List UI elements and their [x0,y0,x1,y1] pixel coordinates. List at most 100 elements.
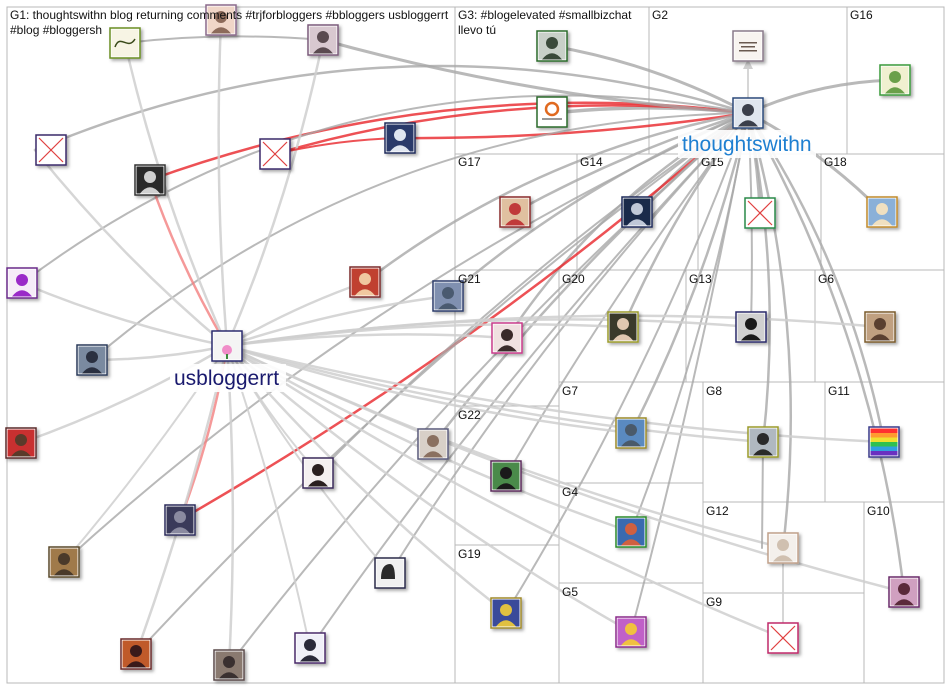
node-g1-m[interactable] [295,633,325,663]
node-g20-b[interactable] [608,312,638,342]
avatar-head [16,274,28,286]
multicolor-chart-icon [871,442,898,447]
node-g13[interactable] [736,312,766,342]
flower-icon [222,345,232,355]
group-label-g11: G11 [828,384,850,398]
flower-stem [226,354,228,359]
node-g10[interactable] [889,577,919,607]
multicolor-chart-icon [871,433,898,438]
avatar-head [625,424,637,436]
node-g3-a[interactable] [537,31,567,61]
node-book-club-logo[interactable] [733,31,763,61]
node-g1-l[interactable] [214,650,244,680]
node-g1-h[interactable] [6,428,36,458]
node-g1-c[interactable] [385,123,415,153]
node-g22[interactable] [491,461,521,491]
edge [748,113,904,592]
node-g1-o[interactable] [418,429,448,459]
avatar-head [427,435,439,447]
node-g1-k[interactable] [121,639,151,669]
node-g7[interactable] [616,418,646,448]
node-g19[interactable] [491,598,521,628]
edge [21,346,227,443]
node-g11[interactable] [869,427,899,457]
node-frame [537,97,567,127]
node-blog-script-logo[interactable] [110,28,140,58]
node-g16[interactable] [880,65,910,95]
avatar-head [874,318,886,330]
node-blogelevated-logo[interactable] [537,97,567,127]
logo-line [741,46,755,48]
avatar-head [394,129,406,141]
node-broken-g9[interactable] [768,623,798,653]
avatar-head [625,523,637,535]
edge [227,296,448,346]
node-g6[interactable] [865,312,895,342]
logo-wordmark [542,118,562,120]
node-g1-f[interactable] [350,267,380,297]
node-thoughtswithn[interactable] [733,98,763,128]
avatar-head [500,604,512,616]
node-g18[interactable] [867,197,897,227]
group-label-g9: G9 [706,595,722,609]
avatar-head [631,203,643,215]
multicolor-chart-icon [871,429,898,434]
avatar-head [745,318,757,330]
hub-label-usbloggerrt: usbloggerrt [174,367,279,390]
node-g1-i[interactable] [165,505,195,535]
group-label-g2: G2 [652,8,668,22]
node-g20-a[interactable] [492,323,522,353]
node-g5[interactable] [616,617,646,647]
avatar-head [144,171,156,183]
avatar-head [546,37,558,49]
node-g1-d[interactable] [135,165,165,195]
edge [748,80,895,113]
node-usbloggerrt[interactable] [212,331,242,361]
avatar-head [442,287,454,299]
avatar-head [742,104,754,116]
node-broken-1[interactable] [36,135,66,165]
group-label-g10: G10 [867,504,890,518]
group-label-g4: G4 [562,485,578,499]
group-label-g17: G17 [458,155,481,169]
node-g12[interactable] [768,533,798,563]
edge [227,346,783,638]
edge [227,346,783,548]
edge [22,283,227,346]
avatar-head [304,639,316,651]
node-broken-g15[interactable] [745,198,775,228]
avatar-head [58,553,70,565]
node-g8[interactable] [748,427,778,457]
avatar-head [130,645,142,657]
avatar-head [625,623,637,635]
node-broken-2[interactable] [260,139,290,169]
group-label-g8: G8 [706,384,722,398]
group-label-g5: G5 [562,585,578,599]
node-g1-e[interactable] [7,268,37,298]
group-label-g1-line2: #blog #bloggersh [10,23,102,37]
node-g1-n[interactable] [303,458,333,488]
node-g17[interactable] [500,197,530,227]
avatar-head [757,433,769,445]
avatar-head [86,351,98,363]
group-label-g3-line2: llevo tú [458,23,496,37]
group-label-g18: G18 [824,155,847,169]
avatar-head [898,583,910,595]
hub-label-thoughtswithn: thoughtswithn [682,133,812,156]
avatar-head [15,434,27,446]
multicolor-chart-icon [871,438,898,443]
group-label-g12: G12 [706,504,729,518]
avatar-head [359,273,371,285]
edge [227,346,233,665]
group-label-g7: G7 [562,384,578,398]
node-g4[interactable] [616,517,646,547]
node-g1-b[interactable] [308,25,338,55]
node-g1-j[interactable] [49,547,79,577]
group-label-g16: G16 [850,8,873,22]
avatar-head [889,71,901,83]
node-spartan-logo[interactable] [375,558,405,588]
node-g1-g[interactable] [77,345,107,375]
logo-line [739,42,757,44]
node-g14[interactable] [622,197,652,227]
